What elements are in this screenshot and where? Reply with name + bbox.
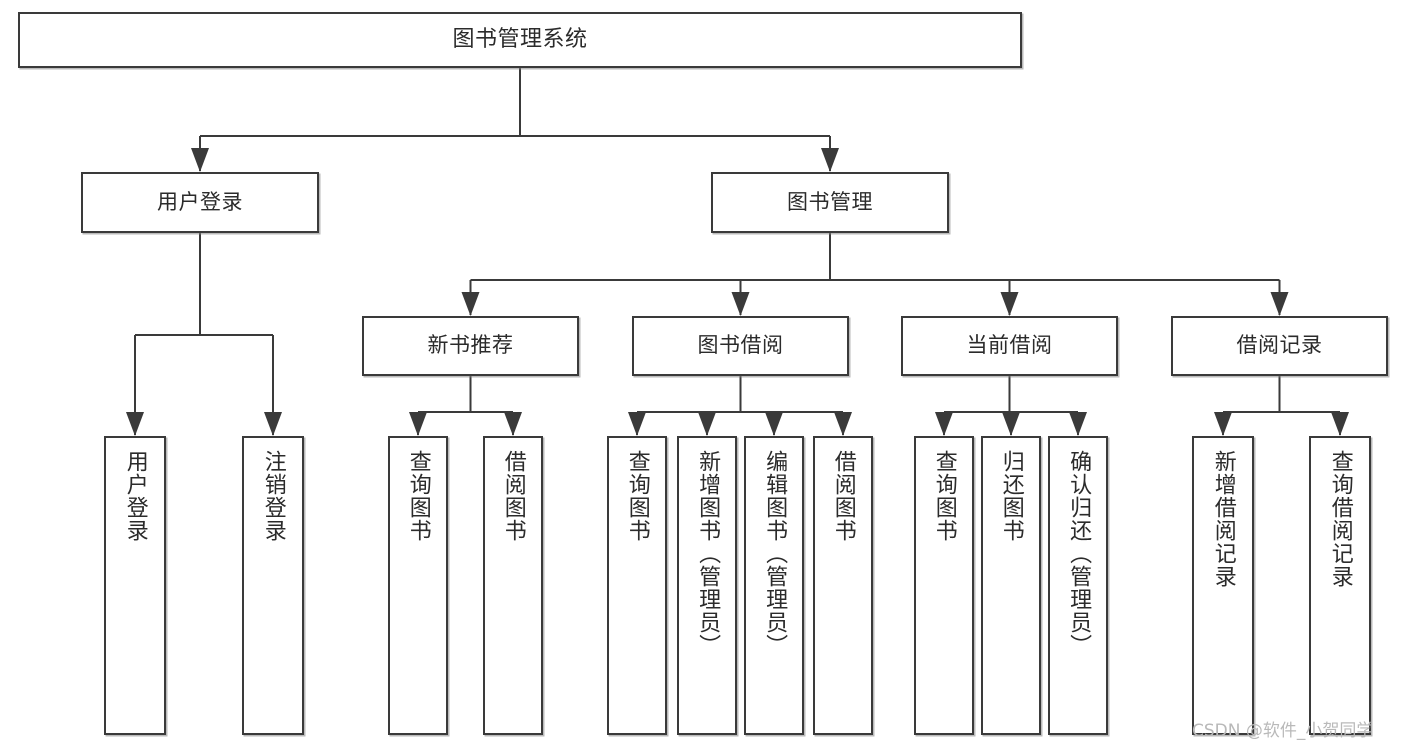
node-root-label: 图书管理系统	[452, 26, 588, 52]
leaf-user-login-label: 用户登录	[122, 450, 148, 542]
leaf-query-book-3-label: 查询图书	[931, 450, 957, 542]
leaf-query-book-2[interactable]: 查询图书	[607, 436, 667, 735]
node-current-borrow[interactable]: 当前借阅	[901, 316, 1118, 376]
leaf-borrow-book-2[interactable]: 借阅图书	[813, 436, 873, 735]
leaf-query-record[interactable]: 查询借阅记录	[1309, 436, 1371, 735]
leaf-user-login[interactable]: 用户登录	[104, 436, 166, 735]
node-new-book-rec[interactable]: 新书推荐	[362, 316, 579, 376]
leaf-logout[interactable]: 注销登录	[242, 436, 304, 735]
leaf-confirm-return-label: 确认归还（管理员）	[1066, 450, 1092, 657]
leaf-query-record-label: 查询借阅记录	[1327, 450, 1353, 588]
leaf-add-record[interactable]: 新增借阅记录	[1192, 436, 1254, 735]
leaf-query-book-1-label: 查询图书	[405, 450, 431, 542]
node-borrow-record-label: 借阅记录	[1236, 333, 1323, 358]
node-book-borrow-label: 图书借阅	[697, 333, 784, 358]
node-current-borrow-label: 当前借阅	[966, 333, 1053, 358]
node-book-borrow[interactable]: 图书借阅	[632, 316, 849, 376]
leaf-query-book-2-label: 查询图书	[624, 450, 650, 542]
watermark: CSDN @软件_小贺同学	[1192, 721, 1374, 741]
node-book-manage-label: 图书管理	[787, 189, 873, 214]
leaf-edit-book-label: 编辑图书（管理员）	[762, 450, 788, 657]
leaf-borrow-book-2-label: 借阅图书	[830, 450, 856, 542]
node-user-login[interactable]: 用户登录	[81, 172, 319, 233]
leaf-add-record-label: 新增借阅记录	[1210, 450, 1236, 588]
leaf-query-book-1[interactable]: 查询图书	[388, 436, 448, 735]
node-borrow-record[interactable]: 借阅记录	[1171, 316, 1388, 376]
leaf-logout-label: 注销登录	[260, 450, 286, 542]
node-new-book-rec-label: 新书推荐	[427, 333, 514, 358]
leaf-borrow-book-1[interactable]: 借阅图书	[483, 436, 543, 735]
node-root[interactable]: 图书管理系统	[18, 12, 1022, 68]
leaf-edit-book[interactable]: 编辑图书（管理员）	[744, 436, 804, 735]
node-book-manage[interactable]: 图书管理	[711, 172, 949, 233]
leaf-query-book-3[interactable]: 查询图书	[914, 436, 974, 735]
leaf-add-book[interactable]: 新增图书（管理员）	[677, 436, 737, 735]
leaf-add-book-label: 新增图书（管理员）	[695, 450, 721, 657]
node-user-login-label: 用户登录	[157, 189, 243, 214]
leaf-return-book-label: 归还图书	[998, 450, 1024, 542]
leaf-return-book[interactable]: 归还图书	[981, 436, 1041, 735]
leaf-confirm-return[interactable]: 确认归还（管理员）	[1048, 436, 1108, 735]
leaf-borrow-book-1-label: 借阅图书	[500, 450, 526, 542]
